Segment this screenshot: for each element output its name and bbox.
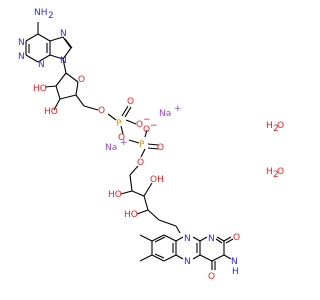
phosphorus-1-label: P [116,119,122,129]
p2-anionic-oxygen-label: O [143,125,150,135]
p1-double-oxygen-label: O [127,97,134,107]
p2-double-oxygen-label: O [157,143,164,153]
structure-diagram: NH 2 N N N N N O HO HO O P O O − O P O O… [18,8,284,282]
ribityl-hydroxyl-label: HO [108,190,122,200]
ribose-ch2-oxygen-label: O [98,106,105,116]
water-hydrogen-label: H [266,167,273,177]
ribose-ring-oxygen-label: O [78,75,85,85]
ribose-hydroxyl-label: HO [44,107,58,117]
flavin-n1-label: N [208,234,215,244]
flavin-n3-hydrogen-label: H [232,267,239,277]
flavin-c2-oxygen-label: O [233,233,240,243]
water-oxygen-label: O [277,121,284,131]
adenine-n1-label: N [18,38,25,48]
sodium-ion-charge: + [120,138,128,148]
ribose-hydroxyl-label: HO [33,84,47,94]
adenine-n-label: N [38,60,45,70]
p1-anionic-oxygen-label: O [136,120,143,130]
water-subscript: 2 [273,124,279,134]
amine-subscript: 2 [48,11,54,21]
water-hydrogen-label: H [266,121,273,131]
flavin-c4-oxygen-label: O [208,272,215,282]
molecule-canvas: NH 2 N N N N N O HO HO O P O O − O P O O… [18,8,285,282]
ester-oxygen-label: O [137,158,144,168]
flavin-n5-label: N [184,257,191,267]
p1-negative-charge: − [143,115,151,125]
adenine-n3-label: N [18,52,25,62]
water-subscript: 2 [273,170,279,180]
bonds [25,22,234,270]
sodium-ion-label: Na [159,109,171,119]
p2-negative-charge: − [150,121,158,131]
water-oxygen-label: O [277,167,284,177]
flavin-n10-label: N [184,234,191,244]
amine-label: NH [34,8,48,18]
phosphorus-2-label: P [139,140,145,150]
sodium-ion-label: Na [105,143,117,153]
ribityl-hydroxyl-label: OH [150,175,164,185]
bridging-oxygen-label: O [118,133,125,143]
adenine-n9-label: N [60,56,67,66]
sodium-ion-charge: + [174,104,182,114]
flavin-n3-label: N [231,257,238,267]
ribityl-hydroxyl-label: HO [124,210,138,220]
adenine-n7-label: N [60,29,67,39]
